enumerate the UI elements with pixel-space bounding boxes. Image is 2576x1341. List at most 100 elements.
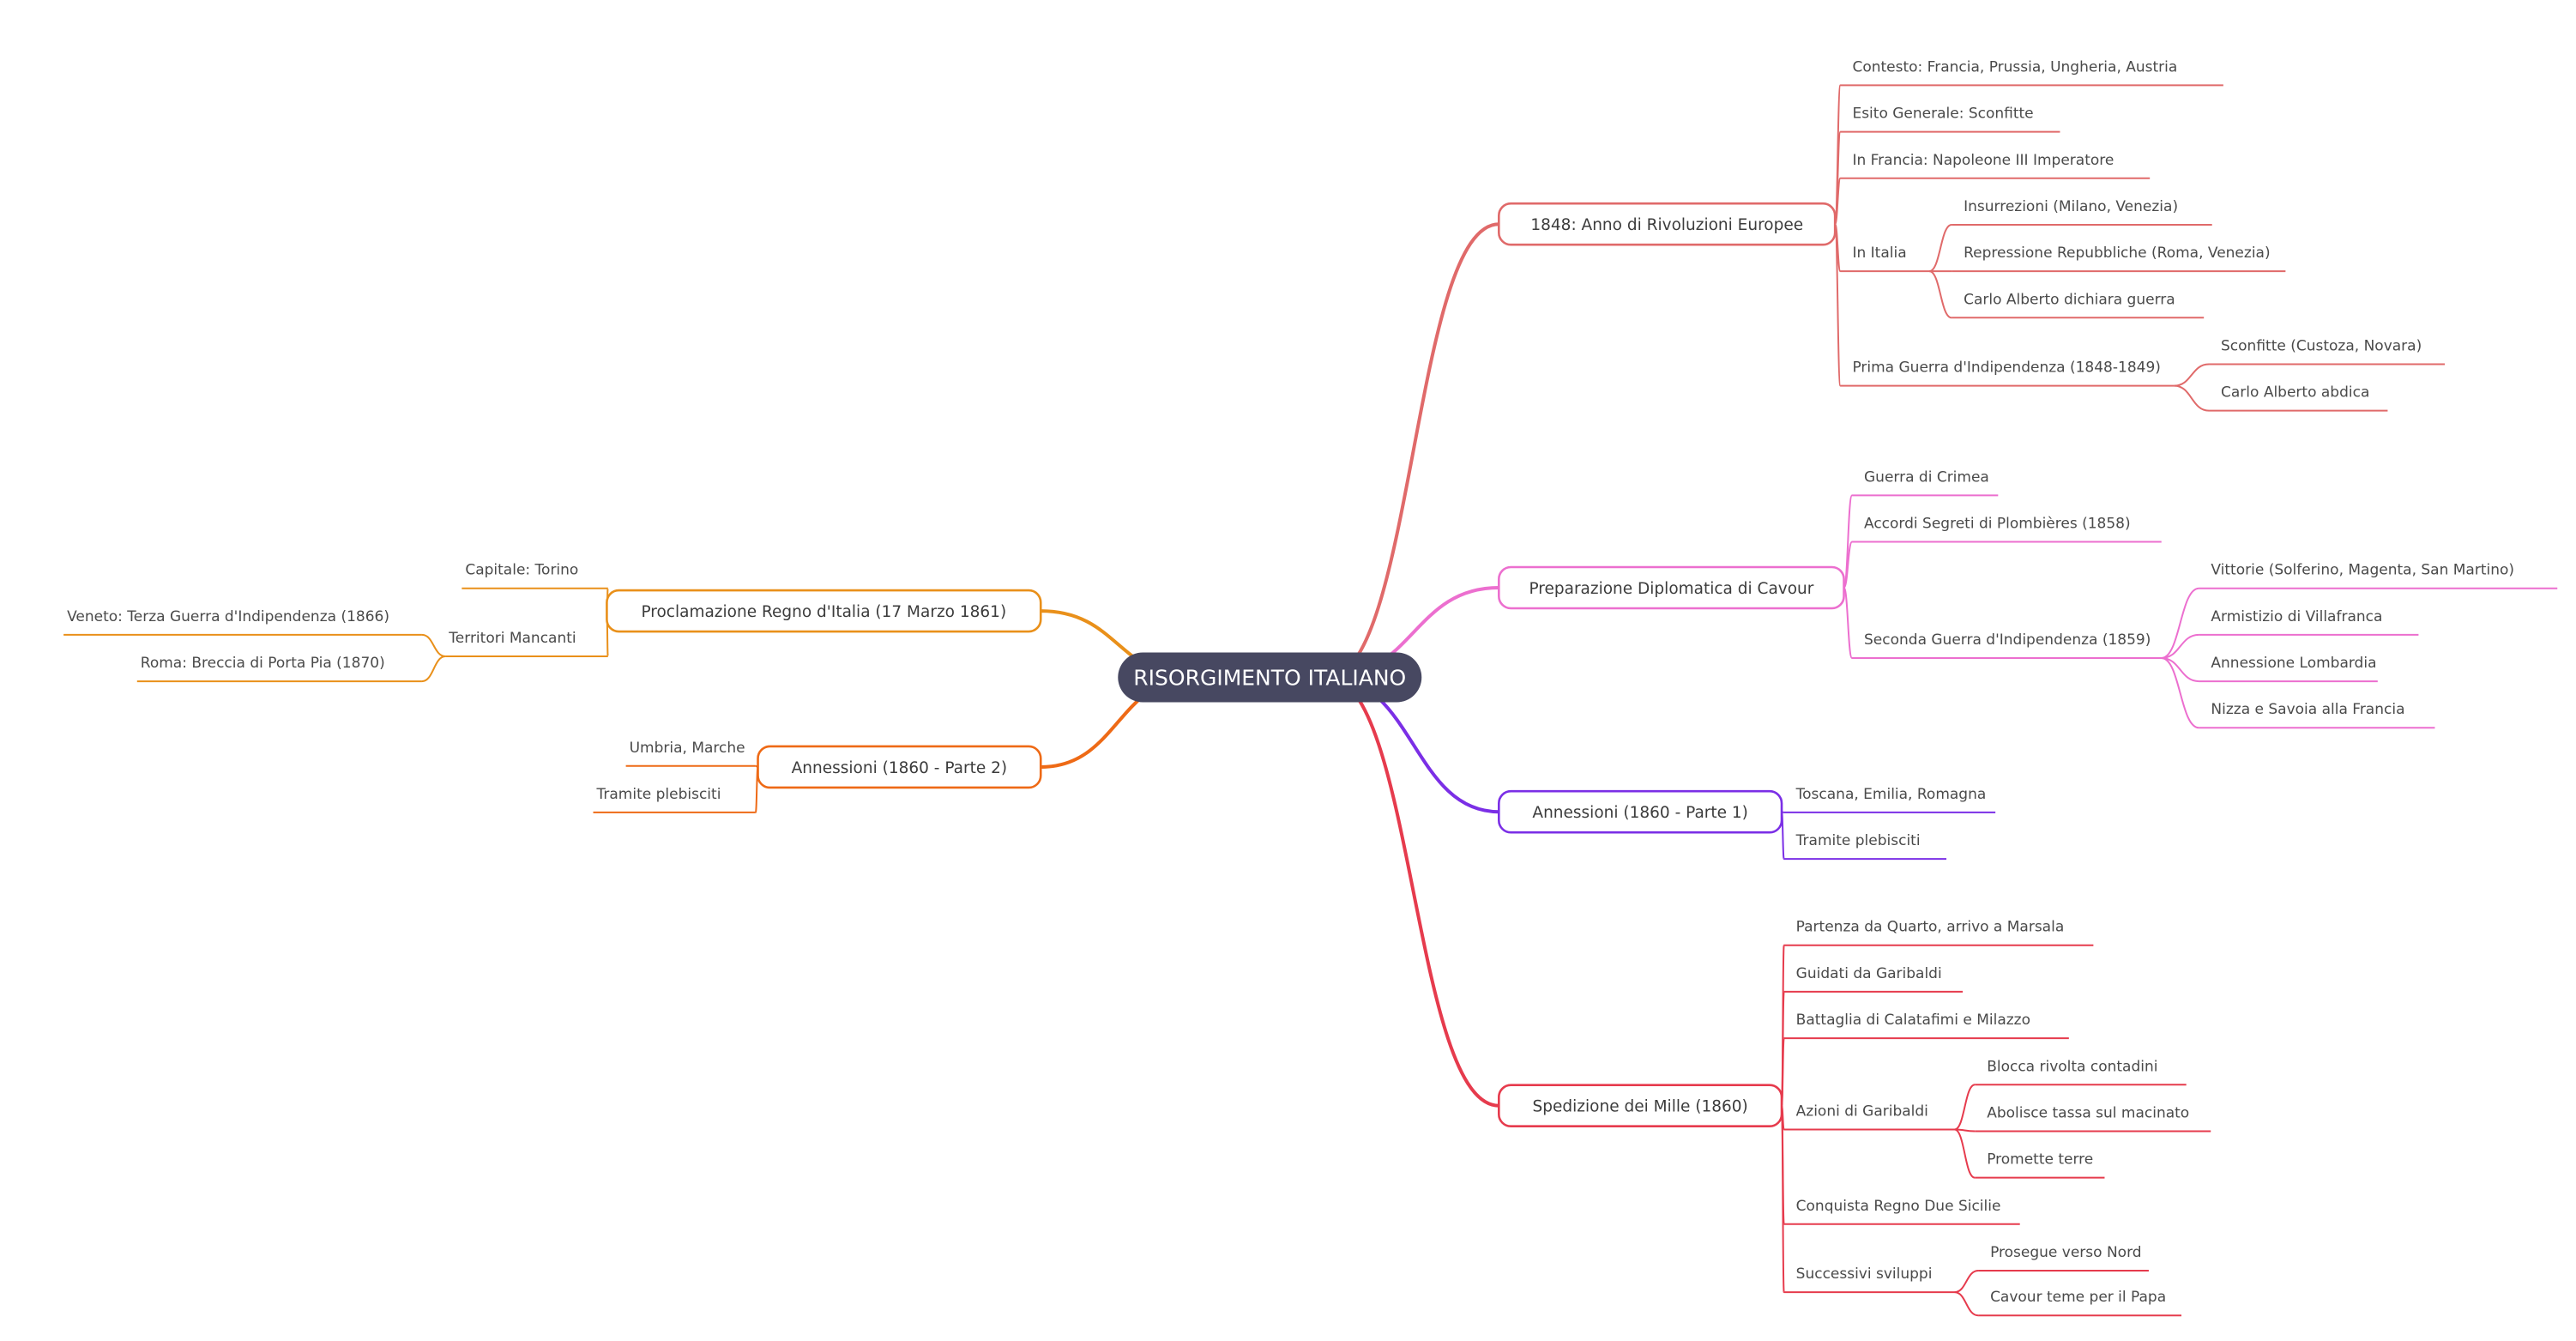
topic-b1848-4[interactable]: Prima Guerra d'Indipendenza (1848-1849) [1840, 359, 2175, 387]
subtopic-cavour-2-0[interactable]: Vittorie (Solferino, Magenta, San Martin… [2199, 562, 2558, 589]
subtopic-b1848-3-0-label: Insurrezioni (Milano, Venezia) [1964, 198, 2178, 215]
subtopic-b1848-4-0-label: Sconfitte (Custoza, Novara) [2221, 337, 2422, 354]
connector-b1848-3-2 [1928, 270, 1952, 319]
subtopic-mille-5-1[interactable]: Cavour teme per il Papa [1978, 1289, 2182, 1317]
subtopic-b1848-4-1-label: Carlo Alberto abdica [2221, 384, 2369, 402]
topic-b1848-1-label: Esito Generale: Sconfitte [1852, 106, 2033, 123]
topic-mille-3[interactable]: Azioni di Garibaldi [1783, 1103, 1955, 1131]
subtopic-cavour-2-3[interactable]: Nizza e Savoia alla Francia [2199, 701, 2435, 729]
branch-box-procl [606, 589, 1042, 633]
connector-cavour-2-3 [2161, 656, 2199, 729]
topic-mille-0-label: Partenza da Quarto, arrivo a Marsala [1796, 919, 2065, 936]
branch-box-cavour [1498, 565, 1845, 610]
topic-mille-4-label: Conquista Regno Due Sicilie [1796, 1198, 2001, 1215]
subtopic-b1848-3-1[interactable]: Repressione Repubbliche (Roma, Venezia) [1952, 245, 2286, 273]
topic-ann2-0[interactable]: Umbria, Marche [625, 740, 756, 767]
topic-cavour-2[interactable]: Seconda Guerra d'Indipendenza (1859) [1852, 631, 2162, 659]
topic-b1848-3[interactable]: In Italia [1840, 245, 1930, 273]
connector-mille-5-0 [1954, 1269, 1979, 1294]
subtopic-cavour-2-3-label: Nizza e Savoia alla Francia [2211, 701, 2404, 718]
branch-ann1[interactable]: Annessioni (1860 - Parte 1) Toscana, Emil… [1498, 786, 1996, 861]
subtopic-mille-3-2-label: Promette terre [1987, 1151, 2093, 1169]
branch-label-ann2: Annessioni (1860 - Parte 2) [792, 759, 1007, 777]
subtopic-b1848-3-0[interactable]: Insurrezioni (Milano, Venezia) [1952, 198, 2212, 226]
connector-procl-1-1 [421, 655, 446, 683]
connector-cavour-2 [1843, 586, 1853, 659]
branch-label-b1848: 1848: Anno di Rivoluzioni Europee [1530, 216, 1803, 234]
topic-mille-1[interactable]: Guidati da Garibaldi [1783, 965, 1964, 993]
topic-b1848-3-label: In Italia [1852, 245, 1906, 262]
topic-ann2-0-label: Umbria, Marche [630, 740, 745, 757]
branch-mille[interactable]: Spedizione dei Mille (1860) Partenza da Q… [1498, 919, 2211, 1317]
subtopic-cavour-2-2-label: Annessione Lombardia [2211, 655, 2376, 672]
connector-mille-5-1 [1954, 1291, 1979, 1317]
topic-ann2-1[interactable]: Tramite plebisciti [593, 786, 756, 813]
topic-procl-0-label: Capitale: Torino [465, 562, 578, 579]
subtopic-mille-5-0[interactable]: Prosegue verso Nord [1978, 1244, 2149, 1272]
subtopic-b1848-3-1-label: Repressione Repubbliche (Roma, Venezia) [1964, 245, 2271, 262]
branch-connector-b1848 [1327, 222, 1499, 680]
subtopic-b1848-4-1[interactable]: Carlo Alberto abdica [2209, 384, 2388, 412]
subtopic-procl-1-0-label: Veneto: Terza Guerra d'Indipendenza (186… [67, 608, 389, 625]
subtopic-cavour-2-0-label: Vittorie (Solferino, Magenta, San Martin… [2211, 562, 2514, 579]
topic-b1848-0[interactable]: Contesto: Francia, Prussia, Ungheria, Au… [1840, 58, 2223, 87]
topic-ann1-1-label: Tramite plebisciti [1795, 832, 1921, 849]
topic-ann1-0-label: Toscana, Emilia, Romagna [1795, 786, 1987, 803]
subtopic-cavour-2-1[interactable]: Armistizio di Villafranca [2199, 608, 2419, 636]
connector-mille-3-0 [1954, 1084, 1976, 1131]
subtopic-mille-3-0[interactable]: Blocca rivolta contadini [1975, 1058, 2187, 1086]
topic-b1848-1[interactable]: Esito Generale: Sconfitte [1840, 106, 2060, 133]
subtopic-cavour-2-2[interactable]: Annessione Lombardia [2199, 655, 2378, 683]
branch-cavour[interactable]: Preparazione Diplomatica di CavourGuerra… [1498, 468, 2558, 729]
topic-b1848-4-label: Prima Guerra d'Indipendenza (1848-1849) [1852, 359, 2160, 377]
topic-b1848-2-label: In Francia: Napoleone III Imperatore [1852, 152, 2114, 169]
topic-cavour-0[interactable]: Guerra di Crimea [1852, 468, 1999, 497]
topic-mille-4[interactable]: Conquista Regno Due Sicilie [1783, 1198, 2020, 1225]
branch-label-mille: Spedizione dei Mille (1860) [1533, 1098, 1748, 1116]
subtopic-mille-5-1-label: Cavour teme per il Papa [1990, 1289, 2166, 1306]
subtopic-procl-1-1[interactable]: Roma: Breccia di Porta Pia (1870) [136, 655, 422, 683]
branch-box-ann1 [1498, 789, 1783, 834]
branch-b1848[interactable]: 1848: Anno di Rivoluzioni Europee Contest… [1498, 58, 2446, 412]
node-layer: RISORGIMENTO ITALIANO 1848: Anno di Rivol… [63, 58, 2558, 1317]
topic-mille-5[interactable]: Successivi sviluppi [1783, 1265, 1955, 1294]
root-topic[interactable]: RISORGIMENTO ITALIANO [1118, 652, 1422, 703]
branch-ann2[interactable]: Annessioni (1860 - Parte 2) Umbria, March… [593, 740, 1042, 813]
connector-b1848-3-0 [1928, 223, 1952, 273]
topic-mille-0[interactable]: Partenza da Quarto, arrivo a Marsala [1783, 919, 2094, 946]
topic-mille-3-label: Azioni di Garibaldi [1796, 1103, 1928, 1121]
connector-cavour-2-1 [2161, 633, 2199, 659]
subtopic-b1848-4-0[interactable]: Sconfitte (Custoza, Novara) [2209, 337, 2446, 365]
connector-procl-1-0 [421, 633, 446, 658]
branch-procl[interactable]: Proclamazione Regno d'Italia (17 Marzo 1… [63, 562, 1042, 683]
subtopic-cavour-2-1-label: Armistizio di Villafranca [2211, 608, 2382, 625]
topic-mille-2-label: Battaglia di Calatafimi e Milazzo [1796, 1012, 2030, 1029]
topic-ann2-1-label: Tramite plebisciti [596, 786, 721, 803]
subtopic-mille-3-2[interactable]: Promette terre [1975, 1151, 2105, 1179]
subtopic-b1848-3-2-label: Carlo Alberto dichiara guerra [1964, 291, 2175, 308]
topic-mille-2[interactable]: Battaglia di Calatafimi e Milazzo [1783, 1012, 2069, 1040]
branch-label-ann1: Annessioni (1860 - Parte 1) [1532, 804, 1747, 822]
branch-box-mille [1498, 1084, 1783, 1128]
topic-cavour-1-label: Accordi Segreti di Plombières (1858) [1864, 516, 2131, 533]
subtopic-mille-5-0-label: Prosegue verso Nord [1990, 1244, 2141, 1261]
topic-b1848-2[interactable]: In Francia: Napoleone III Imperatore [1840, 152, 2151, 179]
subtopic-procl-1-1-label: Roma: Breccia di Porta Pia (1870) [141, 655, 385, 672]
topic-mille-1-label: Guidati da Garibaldi [1796, 965, 1942, 982]
branch-box-ann2 [757, 745, 1042, 789]
subtopic-b1848-3-2[interactable]: Carlo Alberto dichiara guerra [1952, 291, 2205, 319]
topic-cavour-2-label: Seconda Guerra d'Indipendenza (1859) [1864, 631, 2151, 649]
subtopic-mille-3-1[interactable]: Abolisce tassa sul macinato [1975, 1104, 2211, 1133]
topic-ann1-1[interactable]: Tramite plebisciti [1783, 832, 1947, 861]
subtopic-procl-1-0[interactable]: Veneto: Terza Guerra d'Indipendenza (186… [63, 608, 422, 636]
branch-box-b1848 [1498, 202, 1837, 246]
topic-cavour-1[interactable]: Accordi Segreti di Plombières (1858) [1852, 516, 2162, 543]
topic-procl-1[interactable]: Territori Mancanti [445, 630, 608, 658]
topic-cavour-0-label: Guerra di Crimea [1864, 468, 1989, 486]
branch-label-procl: Proclamazione Regno d'Italia (17 Marzo 1… [641, 603, 1006, 621]
topic-ann1-0[interactable]: Toscana, Emilia, Romagna [1783, 786, 1996, 813]
subtopic-mille-3-0-label: Blocca rivolta contadini [1987, 1058, 2157, 1075]
subtopic-mille-3-1-label: Abolisce tassa sul macinato [1987, 1104, 2189, 1121]
topic-procl-0[interactable]: Capitale: Torino [462, 562, 608, 589]
